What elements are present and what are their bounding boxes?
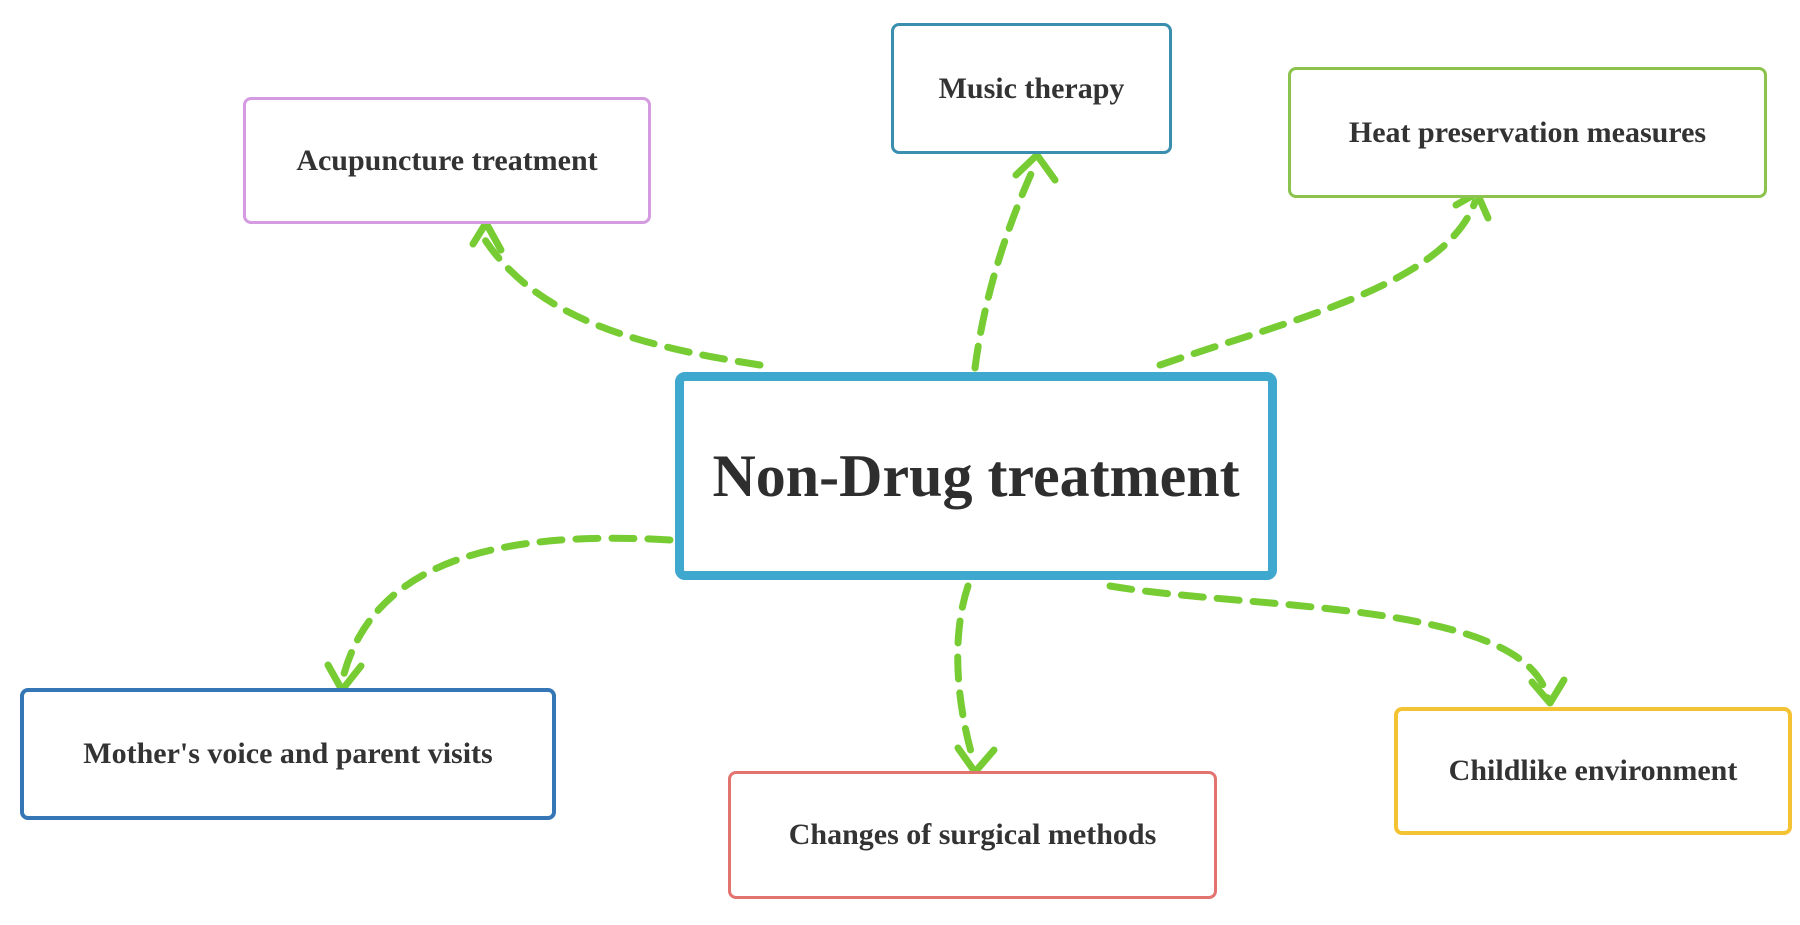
branch-label-surgical-methods: Changes of surgical methods: [788, 818, 1157, 851]
branch-label-mothers-voice: Mother's voice and parent visits: [83, 737, 493, 770]
center-node: Non-Drug treatment: [675, 372, 1277, 580]
branch-node-heat-preservation: Heat preservation measures: [1288, 67, 1767, 198]
connector-music: [971, 161, 1039, 372]
branch-node-childlike-environment: Childlike environment: [1394, 707, 1792, 835]
connector-acupuncture: [476, 228, 764, 369]
connector-surgical: [954, 582, 978, 766]
connector-mother: [338, 534, 674, 686]
connector-childlike: [1106, 582, 1552, 704]
connector-heat: [1156, 198, 1479, 369]
branch-label-heat-preservation: Heat preservation measures: [1348, 115, 1707, 149]
branch-label-acupuncture: Acupuncture treatment: [296, 143, 598, 177]
arrowhead-music: [1012, 151, 1059, 184]
branch-node-mothers-voice: Mother's voice and parent visits: [20, 688, 556, 820]
branch-node-acupuncture: Acupuncture treatment: [243, 97, 651, 224]
arrowhead-childlike: [1528, 676, 1568, 707]
center-node-label: Non-Drug treatment: [712, 442, 1240, 509]
branch-label-music-therapy: Music therapy: [938, 71, 1125, 105]
arrowhead-surgical: [954, 744, 998, 776]
branch-label-childlike-environment: Childlike environment: [1448, 754, 1738, 787]
branch-node-music-therapy: Music therapy: [891, 23, 1172, 154]
branch-node-surgical-methods: Changes of surgical methods: [728, 771, 1217, 899]
